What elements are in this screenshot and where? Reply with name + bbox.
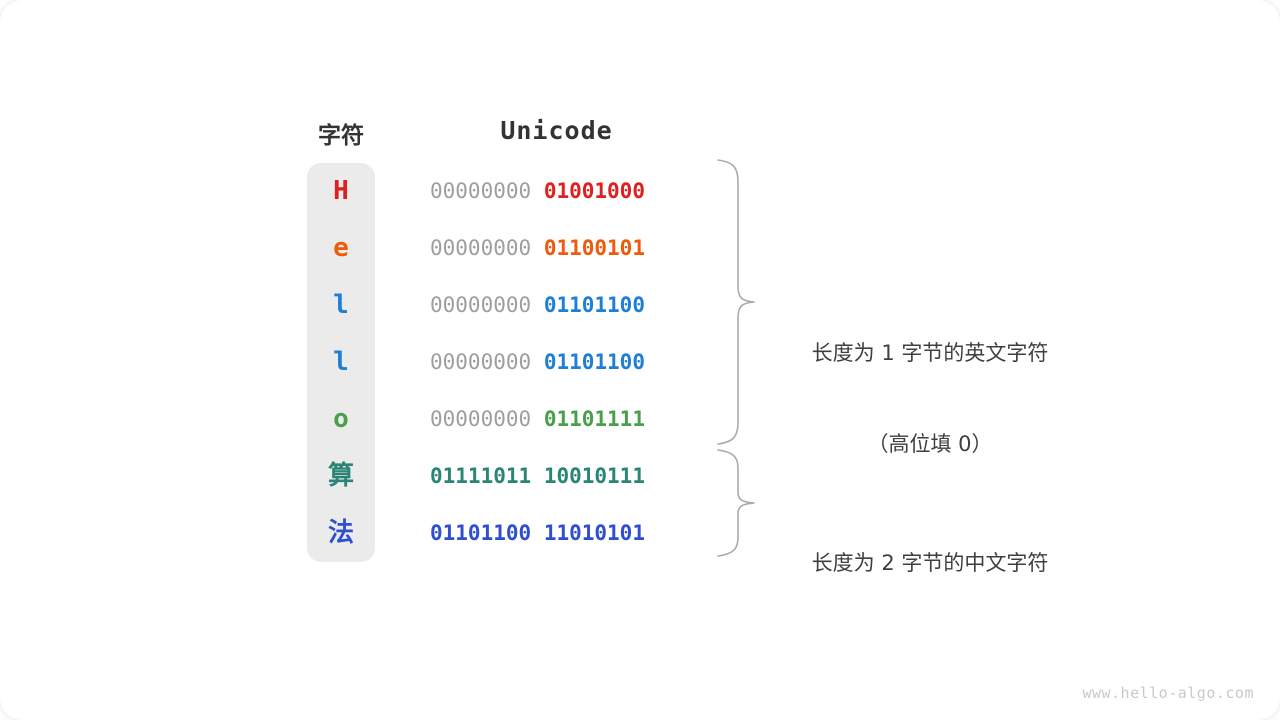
high-byte: 00000000 [430,236,532,260]
low-byte: 01101100 [543,350,645,374]
binary-row: 00000000 01100101 [430,220,690,277]
character-cell: l [333,347,349,377]
high-byte: 00000000 [430,350,532,374]
high-byte: 00000000 [430,179,532,203]
low-byte: 01001000 [543,179,645,203]
character-cell: o [333,404,349,434]
binary-row: 00000000 01101100 [430,277,690,334]
annotation-one-byte-line2: （高位填 0） [867,432,993,457]
annotation-two-byte: 长度为 2 字节的中文字符 [770,487,1090,639]
annotation-one-byte-line1: 长度为 1 字节的英文字符 [811,340,1049,365]
high-byte: 00000000 [430,293,532,317]
annotation-one-byte: 长度为 1 字节的英文字符 （高位填 0） [770,277,1090,521]
column-header-character: 字符 [318,122,364,148]
low-byte: 01101100 [543,293,645,317]
brace-two-byte-group [717,449,755,557]
low-byte: 01100101 [543,236,645,260]
character-column-background [307,163,375,562]
annotation-two-byte-line1: 长度为 2 字节的中文字符 [811,550,1049,575]
character-cell: l [333,290,349,320]
low-byte: 10010111 [543,464,645,488]
low-byte: 01101111 [543,407,645,431]
high-byte: 01101100 [430,521,532,545]
binary-row: 01111011 10010111 [430,448,690,505]
character-cell: e [333,233,349,263]
binary-row: 00000000 01101111 [430,391,690,448]
low-byte: 11010101 [543,521,645,545]
binary-row: 00000000 01001000 [430,163,690,220]
high-byte: 00000000 [430,407,532,431]
character-cell: H [333,176,349,206]
high-byte: 01111011 [430,464,532,488]
column-header-unicode: Unicode [500,116,613,145]
brace-one-byte-group [717,159,755,445]
binary-row: 01101100 11010101 [430,505,690,562]
watermark: www.hello-algo.com [1082,684,1254,702]
character-cell: 法 [327,518,354,548]
character-cell: 算 [327,461,354,491]
binary-row: 00000000 01101100 [430,334,690,391]
